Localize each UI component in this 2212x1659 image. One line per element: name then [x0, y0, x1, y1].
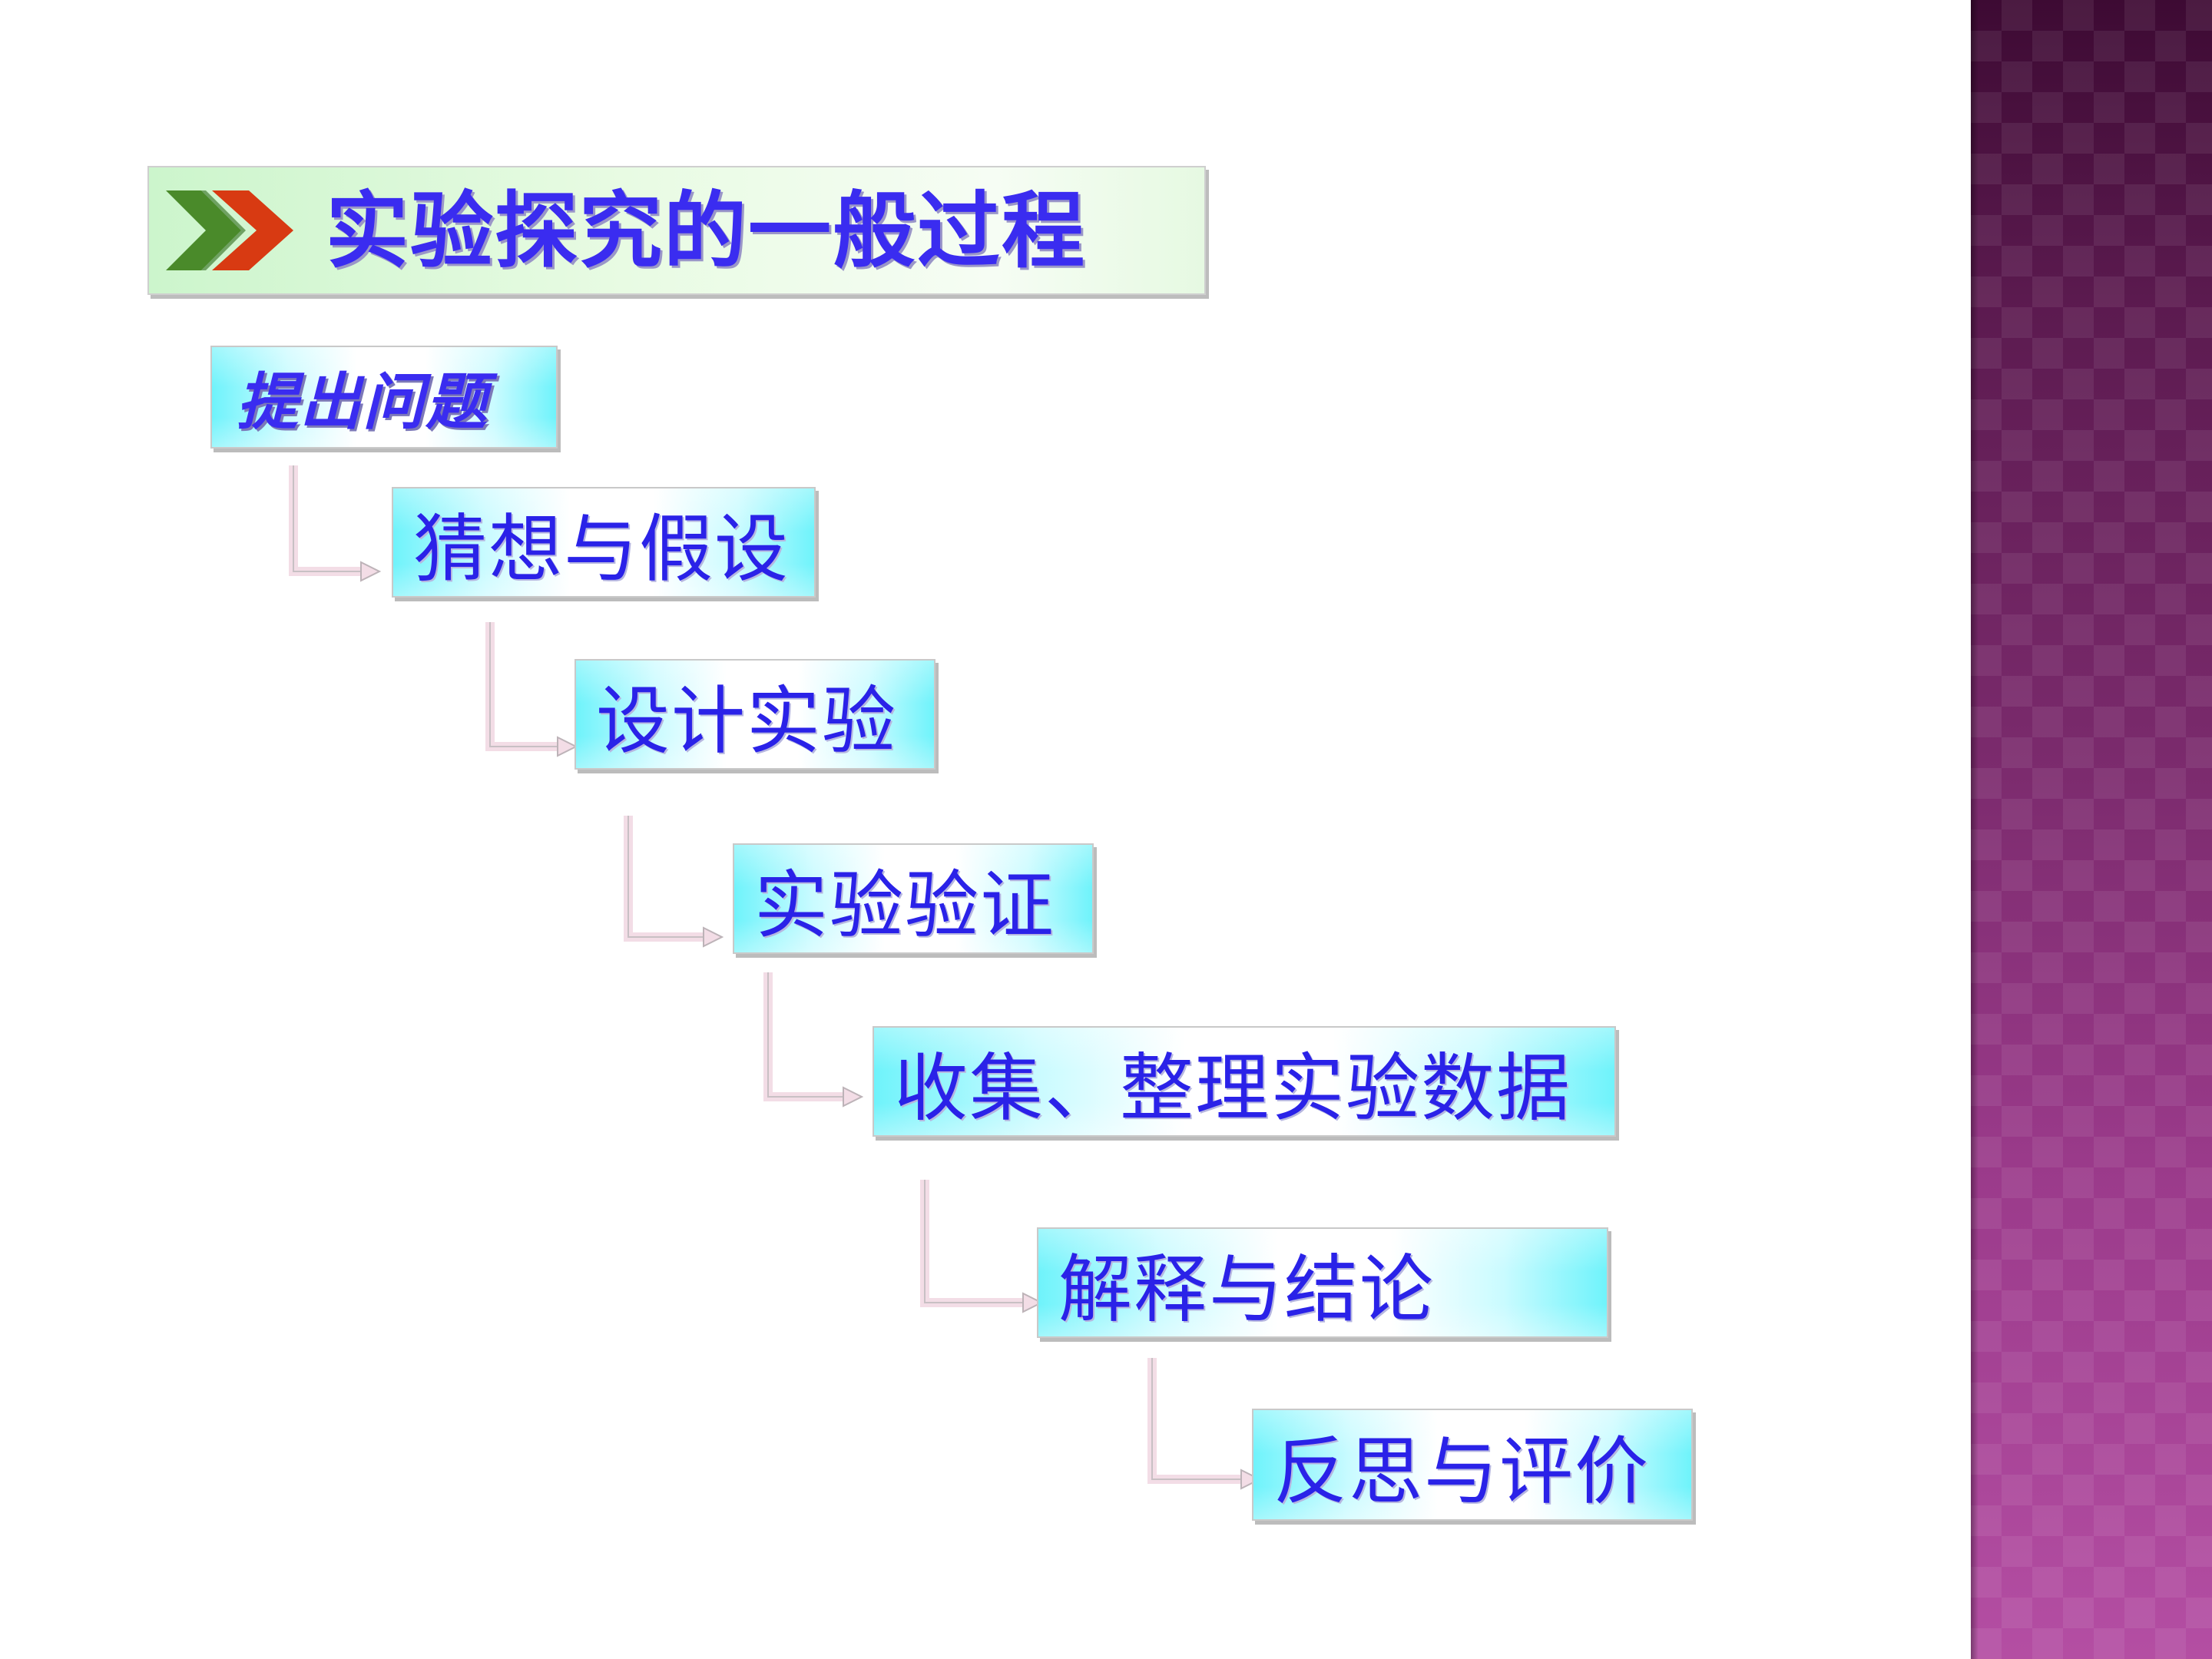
step-box-2: 猜想与假设 [392, 487, 816, 598]
step-box-7: 反思与评价 [1252, 1409, 1693, 1521]
title-banner: 实验探究的一般过程 [147, 166, 1206, 295]
double-chevron-right-icon [166, 190, 293, 270]
step-label-3: 设计实验 [596, 677, 897, 764]
step-label-4: 实验验证 [754, 862, 1055, 949]
step-label-1: 提出问题 [237, 366, 488, 438]
step-box-1: 提出问题 [210, 346, 558, 449]
step-label-7: 反思与评价 [1273, 1428, 1650, 1515]
elbow-arrow-icon [485, 622, 578, 757]
elbow-arrow-icon [763, 972, 864, 1108]
step-box-4: 实验验证 [733, 843, 1094, 954]
step-label-6: 解释与结论 [1058, 1246, 1435, 1333]
step-label-5: 收集、整理实验数据 [894, 1045, 1571, 1131]
elbow-arrow-icon [289, 465, 382, 582]
elbow-arrow-icon [624, 816, 724, 948]
elbow-arrow-icon [920, 1180, 1044, 1313]
step-label-2: 猜想与假设 [413, 505, 790, 592]
step-box-3: 设计实验 [575, 659, 935, 770]
step-box-6: 解释与结论 [1037, 1227, 1608, 1338]
elbow-arrow-icon [1147, 1358, 1262, 1490]
step-box-5: 收集、整理实验数据 [873, 1026, 1616, 1137]
decorative-side-band [1971, 0, 2212, 1659]
page-title: 实验探究的一般过程 [326, 184, 1087, 280]
